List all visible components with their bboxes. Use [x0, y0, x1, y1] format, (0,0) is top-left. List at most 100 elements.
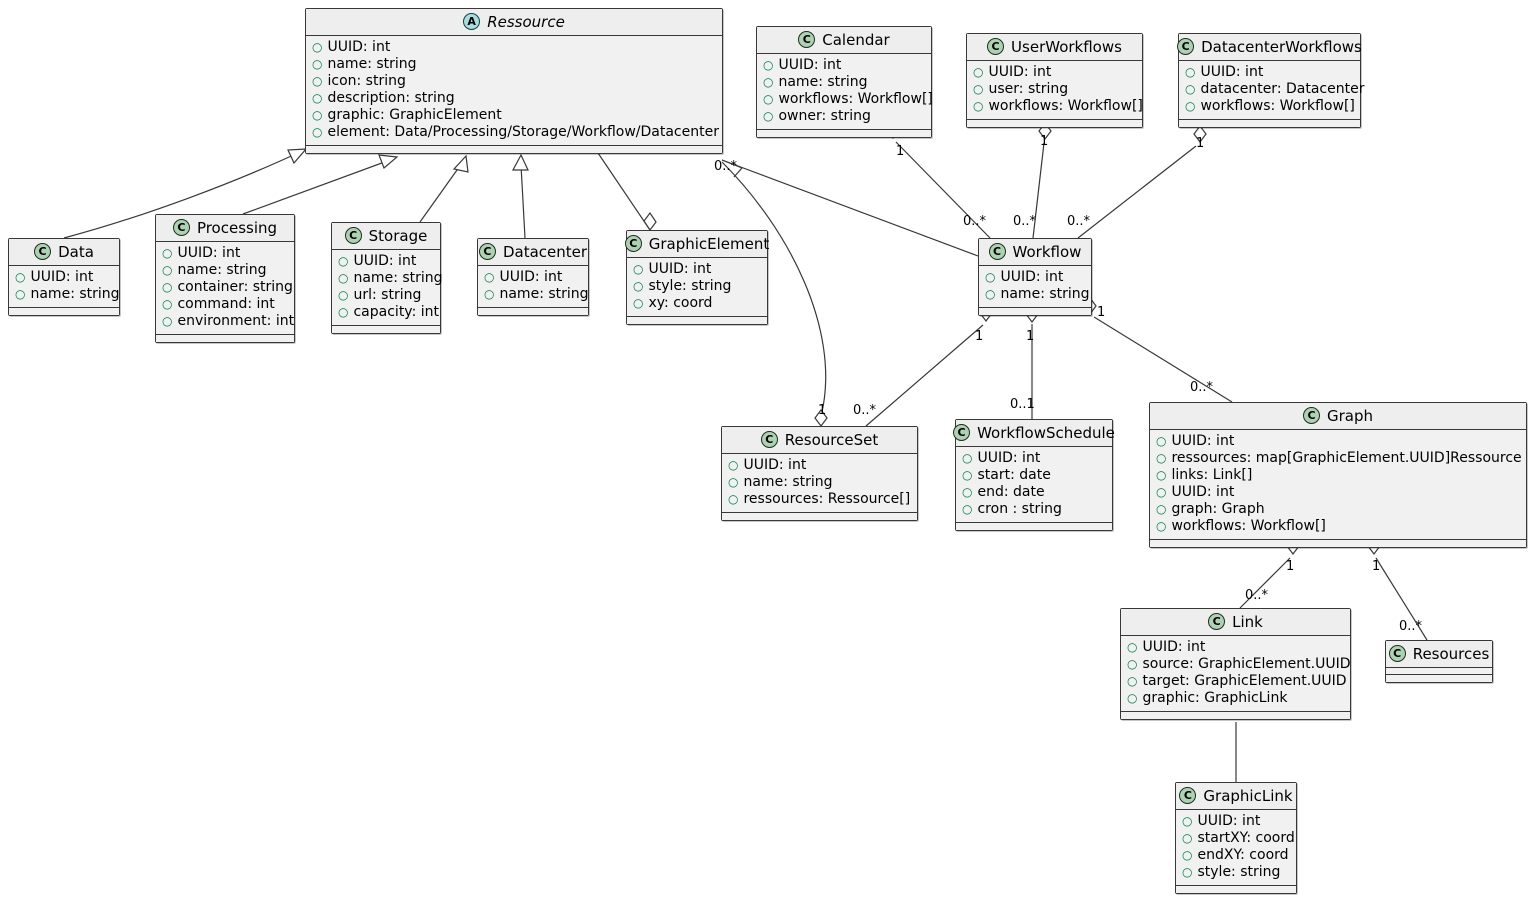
multiplicity-label-m-calendar-1: 1 [896, 144, 905, 159]
class-icon: C [1302, 407, 1320, 424]
visibility-public-icon: ○ [1182, 814, 1193, 828]
attribute-label: style: string [1197, 864, 1281, 880]
class-title-graphicelement: GraphicElement [648, 234, 770, 253]
visibility-public-icon: ○ [312, 40, 323, 54]
class-attributes-datacenter: ○UUID: int○name: string [478, 266, 589, 308]
class-title-data: Data [58, 242, 94, 261]
class-attributes-calendar: ○UUID: int○name: string○workflows: Workf… [757, 54, 933, 130]
multiplicity-label-m-graph-link-0n: 0..* [1245, 588, 1269, 603]
class-title-graph: Graph [1326, 406, 1373, 425]
attribute-row: ○target: GraphicElement.UUID [1127, 673, 1347, 690]
visibility-public-icon: ○ [1182, 865, 1193, 879]
multiplicity-label-m-userworkflows-1: 1 [1040, 134, 1049, 149]
multiplicity-label-m-calendar-workflow: 0..* [963, 214, 987, 229]
class-title-workflow: Workflow [1012, 242, 1082, 261]
visibility-public-icon: ○ [312, 108, 323, 122]
attribute-label: UUID: int [1200, 64, 1264, 80]
attribute-row: ○xy: coord [633, 295, 761, 312]
class-attributes-graph: ○UUID: int○ressources: map[GraphicElemen… [1150, 430, 1526, 540]
attribute-label: icon: string [327, 73, 406, 89]
visibility-public-icon: ○ [1127, 657, 1138, 671]
class-methods-ressource [306, 146, 722, 153]
abstract-class-icon: A [463, 13, 481, 30]
attribute-label: graph: Graph [1171, 501, 1265, 517]
attribute-row: ○UUID: int [973, 64, 1136, 81]
attribute-row: ○graph: Graph [1156, 501, 1520, 518]
multiplicity-label-m-datacenterworkflows-1: 1 [1196, 136, 1205, 151]
attribute-row: ○UUID: int [1156, 433, 1520, 450]
class-methods-graphicelement [627, 317, 767, 324]
attribute-row: ○ name: string [312, 56, 716, 73]
attribute-label: element: Data/Processing/Storage/Workflo… [327, 124, 719, 140]
visibility-public-icon: ○ [962, 485, 973, 499]
multiplicity-label-m-workflow-graph-1: 1 [1097, 305, 1106, 320]
attribute-row: ○name: string [728, 474, 911, 491]
class-attributes-processing: ○UUID: int○name: string○container: strin… [156, 242, 294, 335]
visibility-public-icon: ○ [973, 65, 984, 79]
attribute-row: ○UUID: int [162, 245, 288, 262]
multiplicity-label-m-userworkflows-workflow: 0..* [1013, 214, 1037, 229]
class-title-processing: Processing [196, 218, 278, 237]
class-methods-storage [332, 326, 440, 333]
visibility-public-icon: ○ [312, 57, 323, 71]
visibility-public-icon: ○ [763, 109, 774, 123]
attribute-row: ○element: Data/Processing/Storage/Workfl… [312, 124, 719, 141]
attribute-row: ○graphic: GraphicElement [312, 107, 716, 124]
attribute-row: ○startXY: coord [1182, 830, 1295, 847]
attribute-label: name: string [327, 56, 417, 72]
attribute-label: cron : string [977, 501, 1062, 517]
attribute-label: workflows: Workflow[] [988, 98, 1143, 114]
class-icon: C [1179, 787, 1197, 804]
attribute-row: ○user: string [973, 81, 1136, 98]
attribute-label: endXY: coord [1197, 847, 1289, 863]
attribute-row: ○UUID: int [1156, 484, 1520, 501]
attribute-row: ○UUID: int [338, 253, 434, 270]
arrow-inheritance-storage [452, 154, 469, 173]
attribute-label: graphic: GraphicLink [1142, 690, 1288, 706]
attribute-row: ○UUID: int [962, 450, 1106, 467]
visibility-public-icon: ○ [15, 287, 26, 301]
multiplicity-label-m-workflow-resourceset-1: 1 [975, 329, 984, 344]
attribute-row: ○ workflows: Workflow[] [1185, 98, 1355, 115]
visibility-public-icon: ○ [1185, 65, 1196, 79]
attribute-label: url: string [353, 287, 422, 303]
edge-datacenterworkflows-workflow [1077, 145, 1197, 239]
class-title-resourceset: ResourceSet [784, 430, 879, 449]
visibility-public-icon: ○ [728, 458, 739, 472]
visibility-public-icon: ○ [1156, 451, 1167, 465]
attribute-row: ○UUID: int [633, 261, 761, 278]
class-box-graph[interactable]: C Graph ○UUID: int○ressources: map[Graphic… [1149, 402, 1527, 548]
attribute-label: workflows: Workflow[] [1200, 98, 1355, 114]
attribute-row: ○name: string [162, 262, 288, 279]
visibility-public-icon: ○ [633, 296, 644, 310]
attribute-row: ○graphic: GraphicLink [1127, 690, 1344, 707]
class-methods-userworkflows [967, 120, 1142, 127]
attribute-label: UUID: int [353, 253, 417, 269]
attribute-row: ○name: string [15, 286, 120, 303]
visibility-public-icon: ○ [728, 475, 739, 489]
visibility-public-icon: ○ [1156, 485, 1167, 499]
visibility-public-icon: ○ [1185, 99, 1196, 113]
attribute-label: UUID: int [1197, 813, 1261, 829]
